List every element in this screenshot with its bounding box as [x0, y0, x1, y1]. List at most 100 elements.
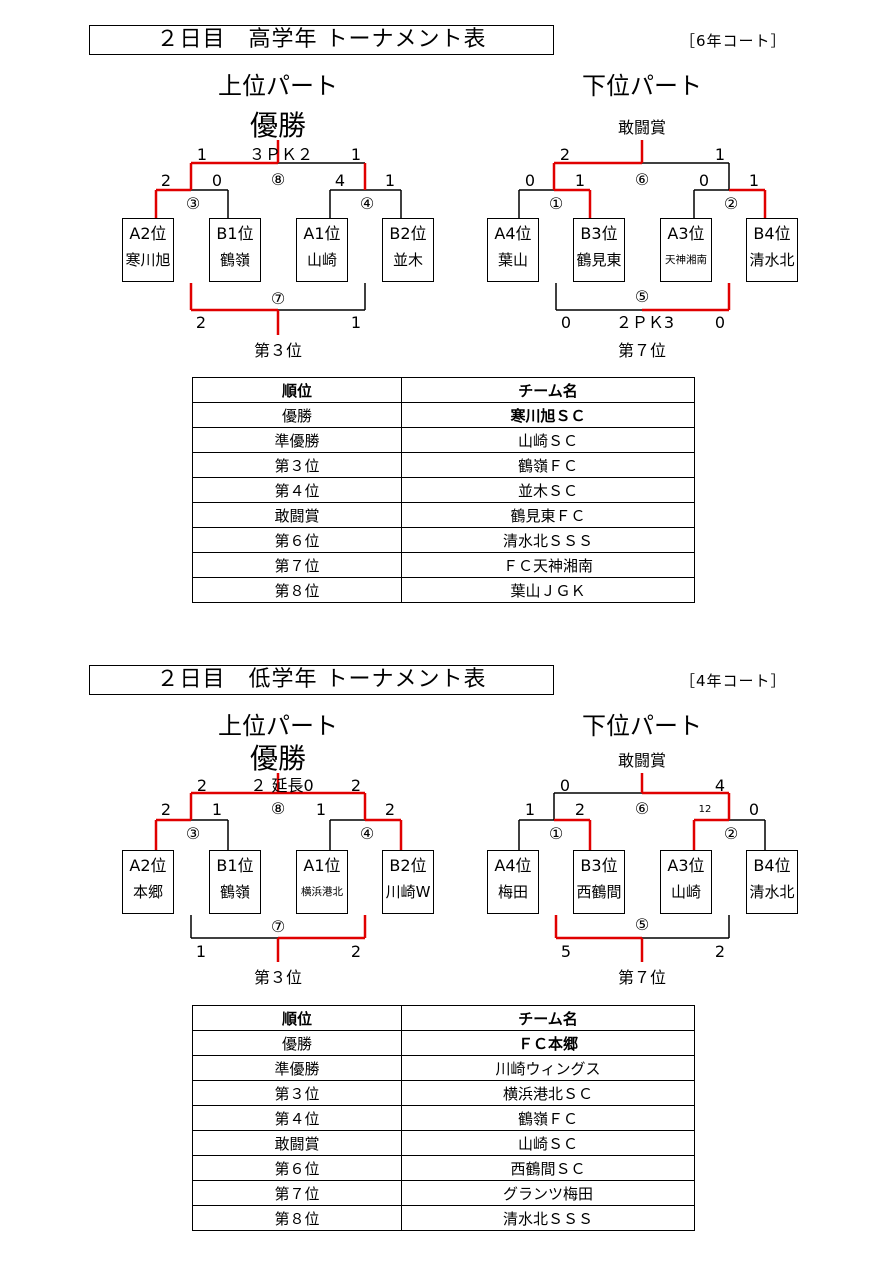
slot-label: B1位 — [216, 224, 254, 243]
bracket-lines — [154, 773, 766, 962]
lower-part-heading: 下位パート — [582, 72, 702, 100]
upper-part-heading: 上位パート — [218, 72, 338, 100]
match-number-1: ① — [548, 194, 564, 213]
team-name: 清水北 — [749, 883, 795, 901]
table-row: 第３位横浜港北ＳＣ — [192, 1080, 695, 1106]
slot-label: B3位 — [580, 856, 618, 875]
table-header-row: 順位 チーム名 — [192, 377, 695, 403]
team-name: 梅田 — [497, 883, 528, 901]
champion-label: 優勝 — [249, 109, 307, 142]
match-number-2: ② — [723, 194, 739, 213]
team-name: 寒川旭 — [125, 251, 171, 269]
m3-score-right: 1 — [211, 800, 223, 819]
team-box-a3: A3位 山崎 — [660, 850, 712, 914]
team-cell: グランツ梅田 — [401, 1180, 695, 1206]
team-cell: 寒川旭ＳＣ — [401, 402, 695, 428]
team-name: 鶴嶺 — [219, 251, 250, 269]
team-box-a3: A3位 天神湘南 — [660, 218, 712, 282]
match-number-1: ① — [548, 824, 564, 843]
team-cell: 清水北ＳＳＳ — [401, 1205, 695, 1231]
lower-part-heading: 下位パート — [582, 712, 702, 740]
slot-label: B1位 — [216, 856, 254, 875]
rank-cell: 準優勝 — [192, 1055, 402, 1081]
match-number-6: ⑥ — [634, 799, 650, 818]
tournament-section-upper-grade: ２日目 高学年 トーナメント表 ［6年コート］ 上位パート 下位パート — [0, 0, 888, 640]
team-box-a2: A2位 寒川旭 — [122, 218, 174, 282]
m3-score-left: 2 — [160, 800, 172, 819]
team-name: 西鶴間 — [576, 883, 622, 901]
slot-label: A3位 — [667, 856, 705, 875]
m1-score-right: 1 — [574, 171, 586, 190]
rank-cell: 敢闘賞 — [192, 502, 402, 528]
m1-score-left: 1 — [524, 800, 536, 819]
seventh-score-right: 2 — [714, 942, 726, 961]
team-cell: 西鶴間ＳＣ — [401, 1155, 695, 1181]
rank-cell: 第８位 — [192, 577, 402, 603]
rank-cell: 第７位 — [192, 552, 402, 578]
rank-cell: 準優勝 — [192, 427, 402, 453]
match-number-8: ⑧ — [270, 170, 286, 189]
team-cell: 鶴嶺ＦＣ — [401, 452, 695, 478]
section-title: ２日目 高学年 トーナメント表 — [89, 25, 554, 55]
match-number-2: ② — [723, 824, 739, 843]
team-cell: 並木ＳＣ — [401, 477, 695, 503]
final-score-mid: ２ 延長0 — [250, 776, 314, 795]
rank-cell: 第８位 — [192, 1205, 402, 1231]
team-box-a4: A4位 梅田 — [487, 850, 539, 914]
match-number-5: ⑤ — [634, 915, 650, 934]
ranking-table: 順位 チーム名 優勝寒川旭ＳＣ 準優勝山崎ＳＣ 第３位鶴嶺ＦＣ 第４位並木ＳＣ … — [192, 377, 695, 603]
rank-cell: 第３位 — [192, 1080, 402, 1106]
team-box-a1: A1位 横浜港北 — [296, 850, 348, 914]
team-name: 川崎W — [385, 883, 431, 901]
team-name: 鶴嶺 — [219, 883, 250, 901]
seventh-score-right: 0 — [714, 313, 726, 332]
seventh-score-mid: ２ＰＫ3 — [615, 313, 675, 332]
team-box-b1: B1位 鶴嶺 — [209, 218, 261, 282]
m2-score-left: 0 — [698, 171, 710, 190]
final-score-left: 2 — [196, 776, 208, 795]
slot-label: A4位 — [494, 856, 532, 875]
m3-score-right: 0 — [211, 171, 223, 190]
upper-part-heading: 上位パート — [218, 712, 338, 740]
match-number-3: ③ — [185, 824, 201, 843]
court-label: ［4年コート］ — [680, 672, 787, 690]
team-box-a1: A1位 山崎 — [296, 218, 348, 282]
m2-score-note: 12 — [698, 804, 712, 815]
m1-score-right: 2 — [574, 800, 586, 819]
m4-score-right: 2 — [384, 800, 396, 819]
team-cell: 鶴嶺ＦＣ — [401, 1105, 695, 1131]
team-cell: 横浜港北ＳＣ — [401, 1080, 695, 1106]
final-score-right: 1 — [350, 145, 362, 164]
team-box-b4: B4位 清水北 — [746, 850, 798, 914]
table-row: 優勝寒川旭ＳＣ — [192, 402, 695, 428]
team-name: 山崎 — [306, 251, 337, 269]
team-cell: 清水北ＳＳＳ — [401, 527, 695, 553]
slot-label: A4位 — [494, 224, 532, 243]
team-box-a4: A4位 葉山 — [487, 218, 539, 282]
third-place-label: 第３位 — [253, 968, 303, 987]
table-row: 第６位清水北ＳＳＳ — [192, 527, 695, 553]
team-name: 本郷 — [132, 883, 163, 901]
lower-final-score-right: 1 — [714, 145, 726, 164]
table-row: 第４位鶴嶺ＦＣ — [192, 1105, 695, 1131]
team-name: 清水北 — [749, 251, 795, 269]
rank-cell: 第４位 — [192, 477, 402, 503]
team-cell: ＦＣ天神湘南 — [401, 552, 695, 578]
match-number-5: ⑤ — [634, 287, 650, 306]
team-cell: ＦＣ本郷 — [401, 1030, 695, 1056]
match-number-4: ④ — [359, 824, 375, 843]
team-cell: 葉山ＪＧＫ — [401, 577, 695, 603]
team-box-b2: B2位 並木 — [382, 218, 434, 282]
slot-label: B2位 — [389, 224, 427, 243]
team-box-a2: A2位 本郷 — [122, 850, 174, 914]
header-team: チーム名 — [401, 1005, 695, 1031]
table-row: 第８位清水北ＳＳＳ — [192, 1205, 695, 1231]
header-rank: 順位 — [192, 1005, 402, 1031]
m4-score-left: 1 — [315, 800, 327, 819]
table-row: 第８位葉山ＪＧＫ — [192, 577, 695, 603]
slot-label: A2位 — [129, 856, 167, 875]
header-rank: 順位 — [192, 377, 402, 403]
team-cell: 鶴見東ＦＣ — [401, 502, 695, 528]
